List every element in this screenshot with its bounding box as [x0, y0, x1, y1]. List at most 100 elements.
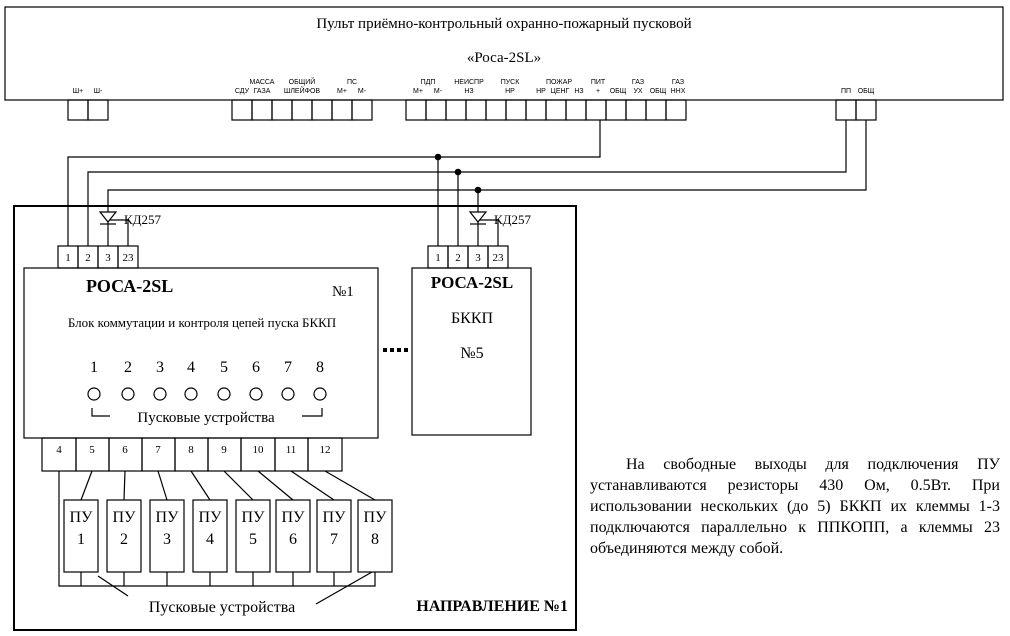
indicator-num-1: 1	[90, 359, 98, 376]
pu-6-label: ПУ	[282, 509, 306, 526]
block1-terminal-23: 23	[123, 252, 135, 264]
term-label-shleyfov: ШЛЕЙФОВ	[284, 86, 320, 95]
indicator-bracket-right	[302, 408, 323, 417]
pu-4-num: 4	[206, 531, 214, 548]
diode-label-block1: КД257	[124, 212, 162, 227]
indicator-num-2: 2	[124, 359, 132, 376]
devices-caption: Пусковые устройства	[149, 599, 295, 616]
diode-label-block5: КД257	[494, 212, 532, 227]
block1-out-terminal-10: 10	[253, 444, 265, 456]
ellipsis-dots	[383, 348, 408, 352]
block1-description: Блок коммутации и контроля цепей пуска Б…	[68, 315, 336, 330]
term-label-pozhar-nz: НЗ	[574, 88, 583, 95]
indicator-bracket-left	[91, 408, 110, 417]
pu-2-num: 2	[120, 531, 128, 548]
term-label-ps: ПС	[347, 79, 357, 86]
term-label-pdp-m-minus: М-	[434, 88, 443, 95]
term-label-gaz-nnkh-1: ГАЗ	[672, 79, 684, 86]
panel-title: Пульт приёмно-контрольный охранно-пожарн…	[316, 16, 691, 32]
installation-note-text: На свободные выходы для подключения ПУ у…	[590, 456, 1000, 557]
term-label-gaz-ukh-1: ГАЗ	[632, 79, 644, 86]
block5-terminal-23: 23	[493, 252, 505, 264]
term-label-pit-obshch: ОБЩ	[610, 88, 627, 95]
pu-2-label: ПУ	[113, 509, 137, 526]
term-label-pozhar-tseng: ЦЕНГ	[551, 88, 570, 95]
term-label-sdu: СДУ	[235, 88, 250, 95]
block1-out-terminal-8: 8	[188, 444, 194, 456]
pu-7-label: ПУ	[323, 509, 347, 526]
indicator-leds	[87, 387, 327, 401]
term-label-gaz-ukh-2: УХ	[633, 88, 642, 95]
pu-8-label: ПУ	[364, 509, 388, 526]
panel-model: «Роса-2SL»	[467, 50, 541, 66]
pu-wires	[58, 470, 376, 587]
term-label-pp-obshch: ОБЩ	[858, 88, 875, 95]
indicator-num-4: 4	[187, 359, 195, 376]
block1-out-terminal-11: 11	[286, 444, 297, 456]
diode-block5	[468, 211, 488, 225]
block1-out-terminal-5: 5	[89, 444, 95, 456]
pu-3-num: 3	[163, 531, 171, 548]
block1-model: РОСА-2SL	[86, 276, 173, 296]
block5-number: №5	[460, 345, 483, 362]
pu-3-label: ПУ	[156, 509, 180, 526]
pu-5-label: ПУ	[242, 509, 266, 526]
indicator-num-8: 8	[316, 359, 324, 376]
pu-6-num: 6	[289, 531, 297, 548]
block1-out-terminal-4: 4	[56, 444, 62, 456]
block5-terminal-3: 3	[475, 252, 481, 264]
term-label-gaz-nnkh-2: ННХ	[671, 88, 686, 95]
term-label-sh-plus: Ш+	[73, 88, 84, 95]
term-label-pozhar-nr: НР	[536, 88, 546, 95]
term-label-pusk: ПУСК	[501, 79, 521, 86]
direction-label: НАПРАВЛЕНИЕ №1	[416, 598, 568, 615]
block1-out-terminal-7: 7	[155, 444, 161, 456]
bus-wires	[67, 120, 867, 246]
term-label-neispr: НЕИСПР	[454, 79, 484, 86]
term-label-neispr-nz: НЗ	[464, 88, 473, 95]
block1-out-terminal-6: 6	[122, 444, 128, 456]
panel-terminal-block-middle-right	[405, 99, 687, 121]
pu-7-num: 7	[330, 531, 338, 548]
term-label-ps-m-minus: М-	[358, 88, 367, 95]
term-label-ps-m-plus: М+	[337, 88, 347, 95]
term-label-obshch: ОБЩ	[650, 88, 667, 95]
term-label-sh-minus: Ш-	[94, 88, 103, 95]
indicator-num-7: 7	[284, 359, 292, 376]
indicator-num-3: 3	[156, 359, 164, 376]
panel-terminal-block-pp	[835, 99, 877, 121]
junction-dots	[434, 153, 482, 194]
term-label-pdp-m-plus: М+	[413, 88, 423, 95]
pu-1-label: ПУ	[70, 509, 94, 526]
block1-out-terminal-12: 12	[320, 444, 331, 456]
block5-terminal-2: 2	[455, 252, 461, 264]
term-label-obshchiy: ОБЩИЙ	[289, 77, 316, 86]
direction-box	[13, 205, 577, 631]
term-label-pit: ПИТ	[591, 79, 606, 86]
pu-1-num: 1	[77, 531, 85, 548]
block5-type: БККП	[451, 310, 494, 327]
caption-pointers	[97, 571, 373, 605]
block1-number: №1	[332, 284, 354, 300]
installation-note: На свободные выходы для подключения ПУ у…	[590, 454, 1000, 559]
term-label-pit-plus: +	[596, 88, 600, 95]
block1-terminal-2: 2	[85, 252, 91, 264]
term-label-pdp: ПДП	[421, 79, 436, 86]
indicator-num-6: 6	[252, 359, 260, 376]
indicator-caption: Пусковые устройства	[137, 410, 275, 426]
term-label-pozhar: ПОЖАР	[546, 79, 572, 86]
block1-out-terminal-9: 9	[221, 444, 227, 456]
block1-terminal-3: 3	[105, 252, 111, 264]
term-label-pp: ПП	[841, 88, 851, 95]
block5-terminal-1: 1	[435, 252, 441, 264]
pu-5-num: 5	[249, 531, 257, 548]
block1-terminal-1: 1	[65, 252, 71, 264]
pu-8-num: 8	[371, 531, 379, 548]
pu-4-label: ПУ	[199, 509, 223, 526]
term-label-pusk-nr: НР	[505, 88, 515, 95]
term-label-massa: МАССА	[250, 79, 275, 86]
block5-model: РОСА-2SL	[431, 273, 513, 292]
indicator-num-5: 5	[220, 359, 228, 376]
panel-terminal-block-middle-left	[231, 99, 373, 121]
